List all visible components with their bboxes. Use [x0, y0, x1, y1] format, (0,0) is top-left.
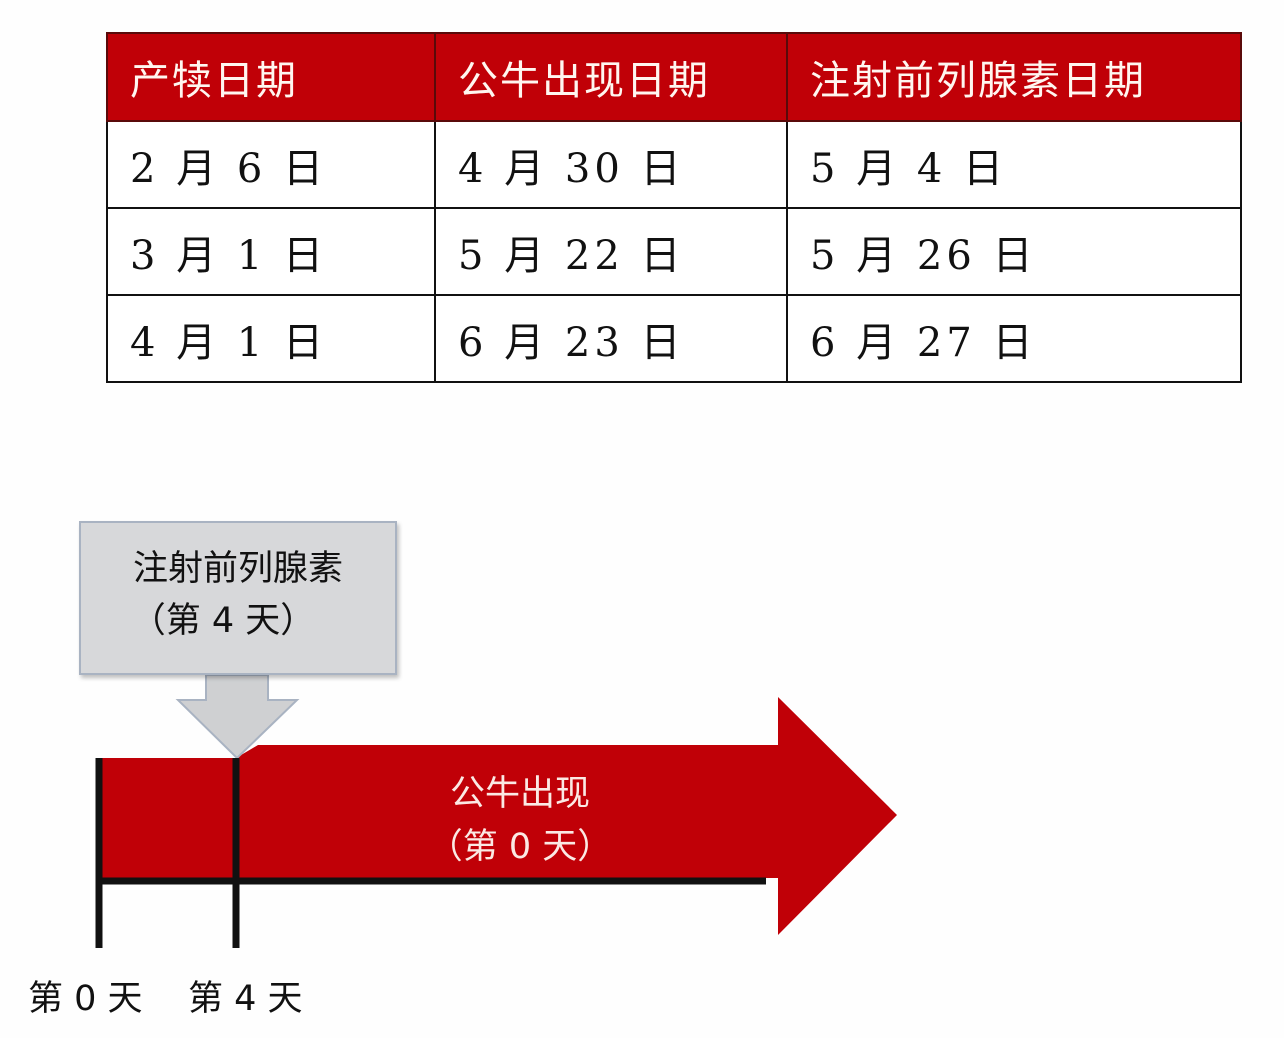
- table-cell: 5 月 22 日: [434, 207, 788, 296]
- table-cell: 2 月 6 日: [106, 120, 436, 209]
- prostaglandin-callout: 注射前列腺素 （第 4 天）: [79, 521, 397, 675]
- table-row: 3 月 1 日 5 月 22 日 5 月 26 日: [106, 207, 1242, 296]
- table-row: 2 月 6 日 4 月 30 日 5 月 4 日: [106, 120, 1242, 209]
- header-prostaglandin-date: 注射前列腺素日期: [786, 32, 1242, 122]
- table-cell: 4 月 1 日: [106, 294, 436, 383]
- day-4-label: 第 4 天: [188, 979, 303, 1019]
- table-header-row: 产犊日期 公牛出现日期 注射前列腺素日期: [106, 32, 1242, 122]
- table-row: 4 月 1 日 6 月 23 日 6 月 27 日: [106, 294, 1242, 383]
- day-0-label: 第 0 天: [28, 979, 143, 1019]
- table-cell: 5 月 4 日: [786, 120, 1242, 209]
- arrow-day: （第 0 天）: [427, 827, 613, 867]
- breeding-schedule-table: 产犊日期 公牛出现日期 注射前列腺素日期 2 月 6 日 4 月 30 日 5 …: [106, 32, 1242, 383]
- callout-day: （第 4 天）: [130, 601, 316, 641]
- arrow-title: 公牛出现: [449, 774, 590, 814]
- header-bull-introduction-date: 公牛出现日期: [434, 32, 788, 122]
- table-cell: 4 月 30 日: [434, 120, 788, 209]
- table-cell: 5 月 26 日: [786, 207, 1242, 296]
- bull-introduction-arrow-icon: [96, 697, 897, 935]
- table-cell: 3 月 1 日: [106, 207, 436, 296]
- table-cell: 6 月 27 日: [786, 294, 1242, 383]
- callout-title: 注射前列腺素: [132, 549, 343, 589]
- table-cell: 6 月 23 日: [434, 294, 788, 383]
- down-arrow-icon: [175, 674, 300, 760]
- header-calving-date: 产犊日期: [106, 32, 436, 122]
